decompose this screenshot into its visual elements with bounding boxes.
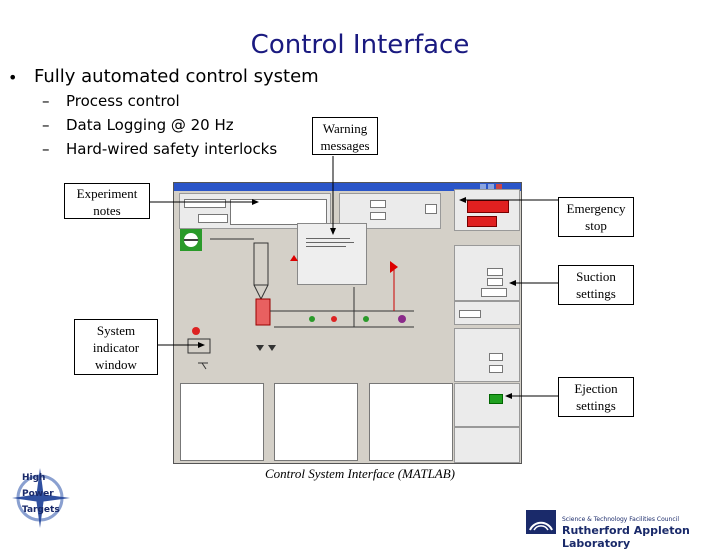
callout-ejection-settings: Ejection settings [558, 377, 634, 417]
emergency-stop-panel [454, 189, 520, 231]
status-field[interactable] [370, 200, 386, 208]
suction-apply-button[interactable] [481, 288, 507, 297]
setting-field[interactable] [489, 365, 503, 373]
notes-text-area[interactable] [230, 199, 327, 225]
main-bullet: Fully automated control system [34, 66, 319, 87]
bullet-dot: • [8, 68, 18, 87]
maximize-icon[interactable] [488, 184, 494, 190]
notes-button[interactable] [198, 214, 228, 223]
experiment-notes-panel [179, 193, 331, 229]
info-panel [454, 427, 520, 463]
heater-block [255, 298, 271, 326]
plot-3 [369, 383, 453, 461]
callout-suction-settings: Suction settings [558, 265, 634, 305]
ral-text: Rutherford Appleton Laboratory [562, 524, 690, 550]
green-valve-icon [309, 316, 315, 322]
reset-button[interactable] [467, 216, 497, 227]
callout-warning-messages: Warning messages [312, 117, 378, 155]
setting-field[interactable] [489, 353, 503, 361]
high-power-targets-logo [12, 468, 70, 528]
indicator-box [187, 338, 211, 354]
red-valve-icon [331, 316, 337, 322]
sub-bullet-text: Data Logging @ 20 Hz [66, 116, 234, 134]
red-valve-icon [390, 261, 398, 273]
message-line [306, 246, 346, 247]
sub-bullet-text: Hard-wired safety interlocks [66, 140, 278, 158]
green-valve-icon [363, 316, 369, 322]
callout-emergency-stop: Emergency stop [558, 197, 634, 237]
red-valve-icon [290, 255, 298, 261]
suction-field[interactable] [487, 268, 503, 276]
status-field[interactable] [370, 212, 386, 220]
plot-2 [274, 383, 358, 461]
callout-system-indicator: System indicator window [74, 319, 158, 375]
dash-icon: – [42, 140, 50, 158]
ral-sunburst-icon [526, 510, 556, 534]
ejection-settings-panel [454, 383, 520, 427]
slide-title: Control Interface [250, 30, 470, 60]
cyclone-vessel [253, 242, 269, 286]
sub-bullet-3: –Hard-wired safety interlocks [42, 140, 277, 158]
suction-field[interactable] [487, 278, 503, 286]
window-title-bar [174, 183, 521, 191]
hpt-word: Power [22, 489, 54, 499]
ejection-button[interactable] [489, 394, 503, 404]
message-line [306, 242, 354, 243]
sub-bullet-2: –Data Logging @ 20 Hz [42, 116, 234, 134]
stfc-text: Science & Technology Facilities Council [562, 516, 679, 523]
callout-experiment-notes: Experiment notes [64, 183, 150, 219]
hpt-word: High [22, 473, 46, 483]
sub-bullet-text: Process control [66, 92, 180, 110]
setting-panel [454, 301, 520, 325]
minimize-icon[interactable] [480, 184, 486, 190]
hpt-logo-text: High Power Targets [22, 470, 60, 518]
sub-bullet-1: –Process control [42, 92, 180, 110]
hpt-word: Targets [22, 505, 60, 515]
process-diagram [180, 229, 414, 370]
plot-1 [180, 383, 264, 461]
notes-field[interactable] [184, 199, 226, 208]
warning-messages-box [297, 223, 367, 285]
suction-settings-panel [454, 245, 520, 301]
close-icon[interactable] [496, 184, 502, 190]
matlab-control-window [173, 182, 522, 464]
red-valve-icon [192, 327, 200, 335]
message-line [306, 238, 350, 239]
setting-panel [454, 328, 520, 382]
setting-field[interactable] [459, 310, 481, 318]
dash-icon: – [42, 116, 50, 134]
figure-caption: Control System Interface (MATLAB) [264, 466, 456, 481]
status-button[interactable] [425, 204, 437, 214]
pump-motor-icon [398, 315, 406, 323]
dash-icon: – [42, 92, 50, 110]
